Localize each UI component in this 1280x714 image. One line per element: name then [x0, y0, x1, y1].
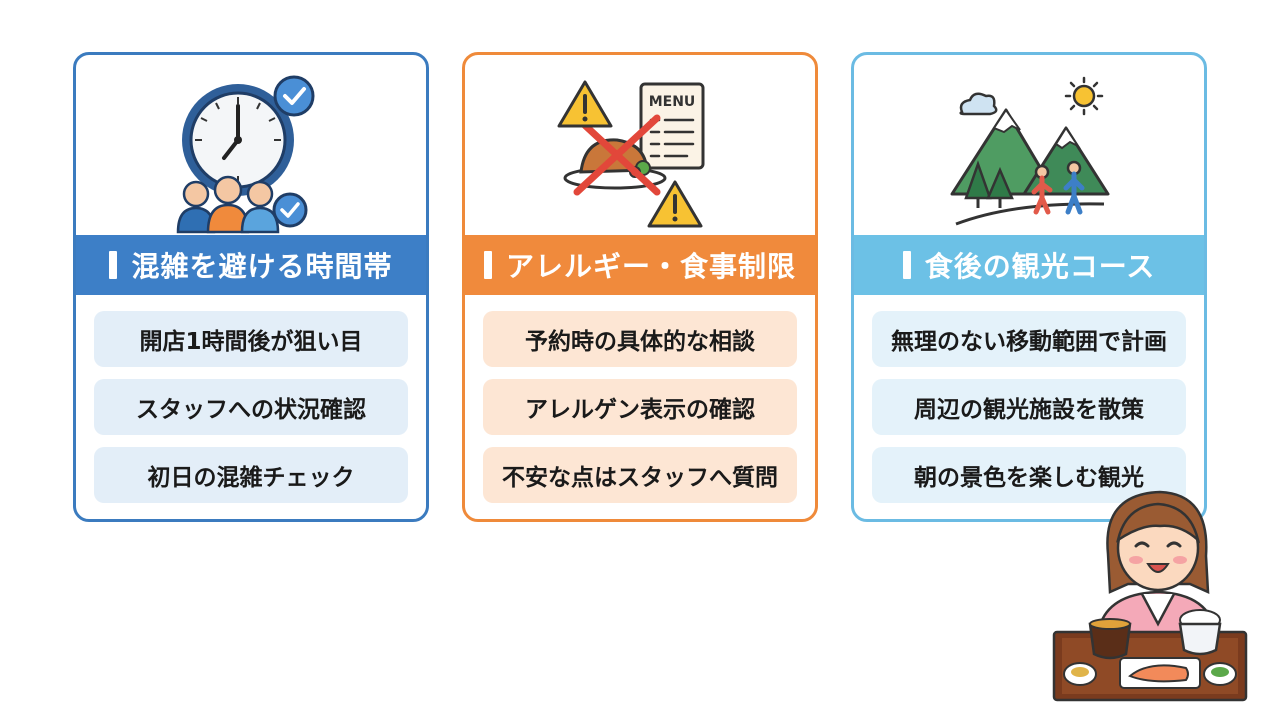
item-list: 予約時の具体的な相談 アレルゲン表示の確認 不安な点はスタッフへ質問: [483, 311, 797, 515]
list-item: 朝の景色を楽しむ観光: [872, 447, 1186, 503]
mountain-hikers-icon: [854, 69, 1204, 239]
list-item: 開店1時間後が狙い目: [94, 311, 408, 367]
header-bar-icon: [483, 251, 492, 279]
card-sightseeing: 食後の観光コース 無理のない移動範囲で計画 周辺の観光施設を散策 朝の景色を楽し…: [851, 52, 1207, 522]
list-item: スタッフへの状況確認: [94, 379, 408, 435]
woman-with-breakfast-tray-icon: [1050, 484, 1250, 704]
item-list: 無理のない移動範囲で計画 周辺の観光施設を散策 朝の景色を楽しむ観光: [872, 311, 1186, 515]
list-item: 不安な点はスタッフへ質問: [483, 447, 797, 503]
card-allergy: MENU: [462, 52, 818, 522]
card-header: アレルギー・食事制限: [465, 235, 815, 295]
list-item: 周辺の観光施設を散策: [872, 379, 1186, 435]
header-bar-icon: [109, 251, 118, 279]
menu-warning-icon: MENU: [465, 69, 815, 239]
header-bar-icon: [902, 251, 911, 279]
list-item: 予約時の具体的な相談: [483, 311, 797, 367]
card-header: 食後の観光コース: [854, 235, 1204, 295]
list-item: 無理のない移動範囲で計画: [872, 311, 1186, 367]
list-item: アレルゲン表示の確認: [483, 379, 797, 435]
card-title: 混雑を避ける時間帯: [131, 250, 393, 283]
card-crowd-time: 混雑を避ける時間帯 開店1時間後が狙い目 スタッフへの状況確認 初日の混雑チェッ…: [73, 52, 429, 522]
list-item: 初日の混雑チェック: [94, 447, 408, 503]
menu-label: MENU: [649, 94, 696, 110]
card-title: 食後の観光コース: [924, 250, 1156, 283]
card-title: アレルギー・食事制限: [505, 250, 796, 283]
clock-people-check-icon: [76, 69, 426, 239]
item-list: 開店1時間後が狙い目 スタッフへの状況確認 初日の混雑チェック: [94, 311, 408, 515]
card-header: 混雑を避ける時間帯: [76, 235, 426, 295]
